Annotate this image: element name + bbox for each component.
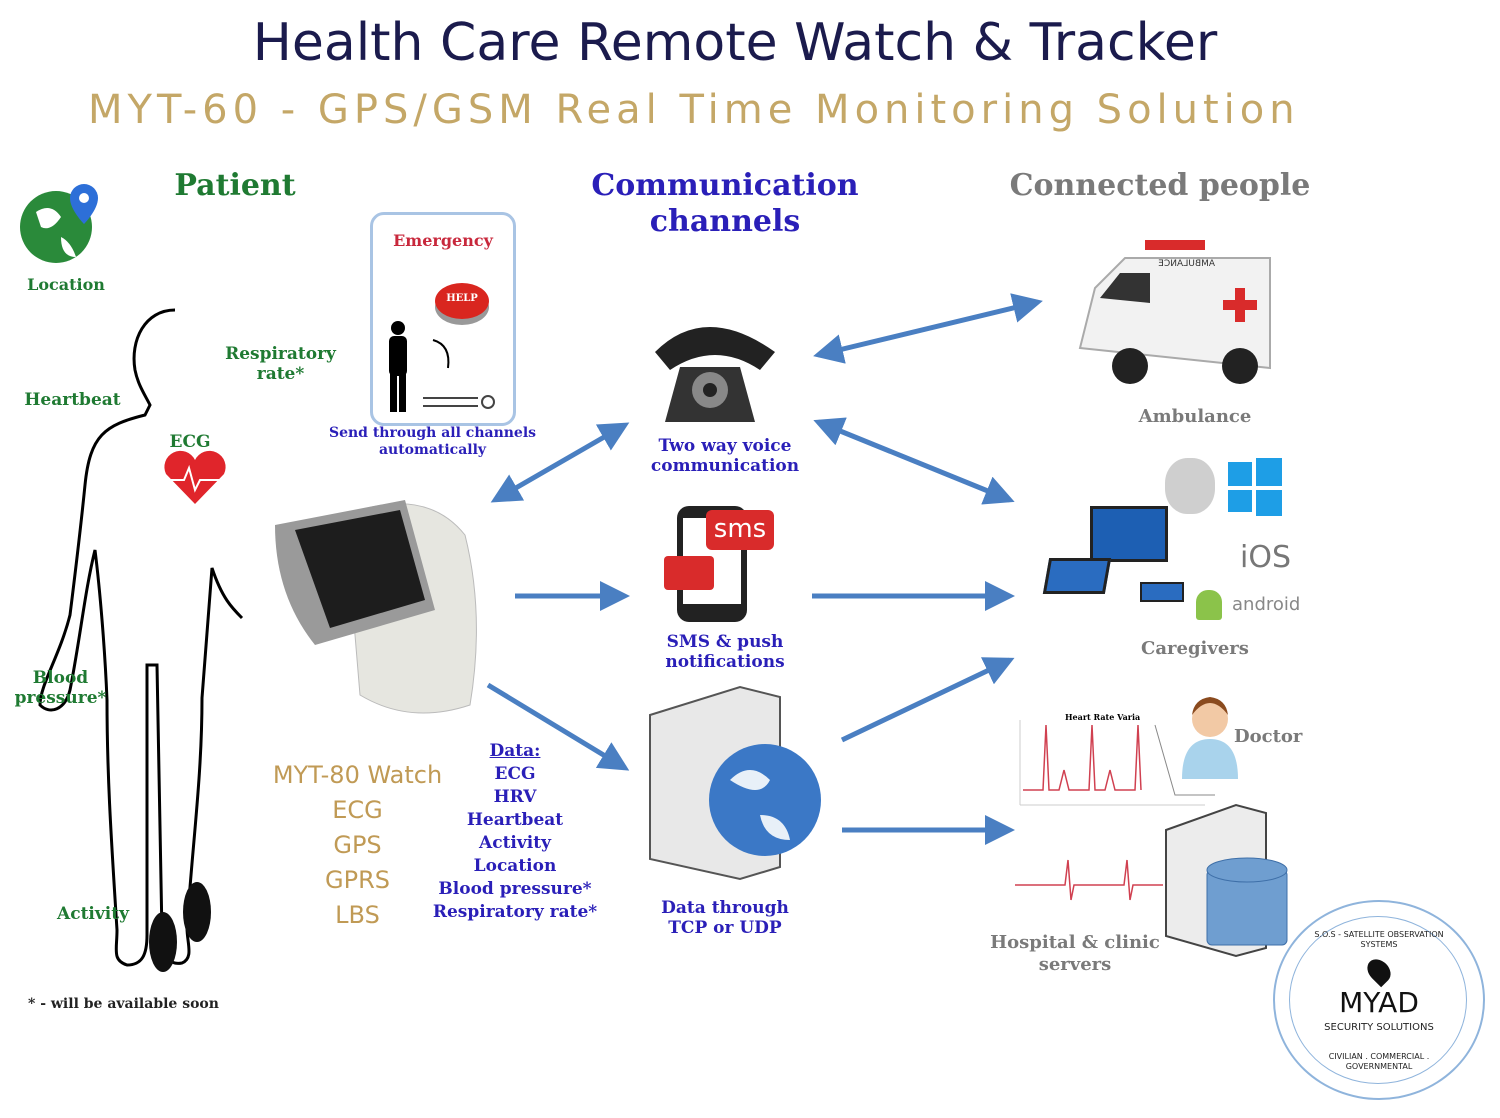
heading-line: Communication [591,168,859,203]
main-title: Health Care Remote Watch & Tracker [252,13,1218,73]
label-line: Respiratory [225,344,336,364]
label-line: Two way voice [658,436,792,456]
arrow-voice-caregivers [813,417,1015,505]
activity-label: Activity [57,904,129,924]
emergency-panel: Emergency HELP [370,212,516,426]
data-item: Activity [479,833,551,853]
emergency-title: Emergency [393,231,493,250]
label-line: pressure* [14,688,107,709]
watch-feature: ECG [332,796,383,824]
chat-bubble-icon [664,556,714,590]
data-list: Data: ECG HRV Heartbeat Activity Locatio… [420,740,610,924]
android-label: android [1232,594,1301,615]
doctor-label: Doctor [1234,726,1303,747]
seal-top-text: S.O.S - SATELLITE OBSERVATION SYSTEMS [1314,930,1444,949]
sms-text: sms [713,514,767,544]
heartbeat-label: Heartbeat [24,390,121,410]
server-globe-icon [649,685,821,881]
label-line: communication [650,456,800,477]
label-line: notifications [665,652,785,673]
ecg-strip [1015,859,1163,901]
help-text: HELP [446,293,478,304]
database-server-icon [1165,803,1288,958]
telephone-icon [655,327,775,422]
ambulance-icon: AMBULANCE [1078,240,1271,384]
myad-logo-seal: S.O.S - SATELLITE OBSERVATION SYSTEMS MY… [1273,900,1485,1100]
caregivers-label: Caregivers [1141,638,1249,659]
data-item: Respiratory rate* [432,902,598,922]
patient-heading: Patient [174,168,296,203]
location-label: Location [27,275,105,294]
person-falling-icon [389,321,495,412]
data-heading: Data: [489,741,541,761]
doctor-icon [1182,697,1238,779]
footnote: * - will be available soon [28,996,219,1012]
help-button-icon: HELP [435,283,489,319]
monitor-icon [1090,506,1168,562]
laptop-icon [1042,558,1112,594]
footprints-icon [149,882,211,972]
human-body-outline [38,308,244,967]
watch-feature: LBS [335,901,380,929]
subtitle: MYT-60 - GPS/GSM Real Time Monitoring So… [88,87,1300,133]
sms-badge: sms [706,510,774,550]
data-item: Location [473,856,557,876]
label-line: SMS & push [666,632,784,652]
label-line: servers [1038,953,1112,975]
data-item: Heartbeat [466,810,564,830]
label-line: Blood [32,668,89,688]
watch-feature: MYT-80 Watch [272,761,443,789]
communication-heading: Communication channels [560,168,890,240]
arrow-watch-data [486,682,630,771]
watch-feature: GPRS [325,866,390,894]
arrow-data-caregivers [840,657,1015,743]
seal-name: MYAD [1339,986,1419,1019]
data-item: HRV [493,787,537,807]
ambulance-label: Ambulance [1138,406,1252,427]
data-item: ECG [494,764,536,784]
label-line: Hospital & clinic [990,932,1160,953]
heart-ecg-icon [164,450,226,504]
caption-line: automatically [378,441,487,458]
label-line: rate* [256,364,305,385]
heart-rate-chart: Heart Rate Varia [1019,712,1215,806]
heading-line: channels [649,204,801,239]
caption-line: Send through all channels [328,425,537,441]
watch-feature: GPS [333,831,382,859]
watch-features: MYT-80 Watch ECG GPS GPRS LBS [255,758,460,933]
connected-heading: Connected people [1009,168,1311,203]
android-icon [1196,590,1222,620]
ecg-label: ECG [169,432,211,452]
apple-icon [1165,458,1215,514]
smartwatch-image [275,500,477,714]
seal-tagline: SECURITY SOLUTIONS [1324,1022,1434,1033]
tablet-icon [1140,582,1184,602]
seal-inner-ring [1289,916,1467,1084]
ios-label: iOS [1240,540,1291,575]
data-item: Blood pressure* [438,879,592,899]
seal-bottom-text: CIVILIAN . COMMERCIAL . GOVERNMENTAL [1328,1052,1430,1071]
arrow-voice-ambulance [813,293,1043,364]
ambulance-sign: AMBULANCE [1158,259,1215,269]
globe-location-icon [20,184,98,263]
label-line: TCP or UDP [668,918,782,939]
windows-icon [1228,458,1282,516]
arrow-watch-voice [490,422,630,503]
chart-title: Heart Rate Varia [1065,712,1140,722]
label-line: Data through [661,898,789,918]
